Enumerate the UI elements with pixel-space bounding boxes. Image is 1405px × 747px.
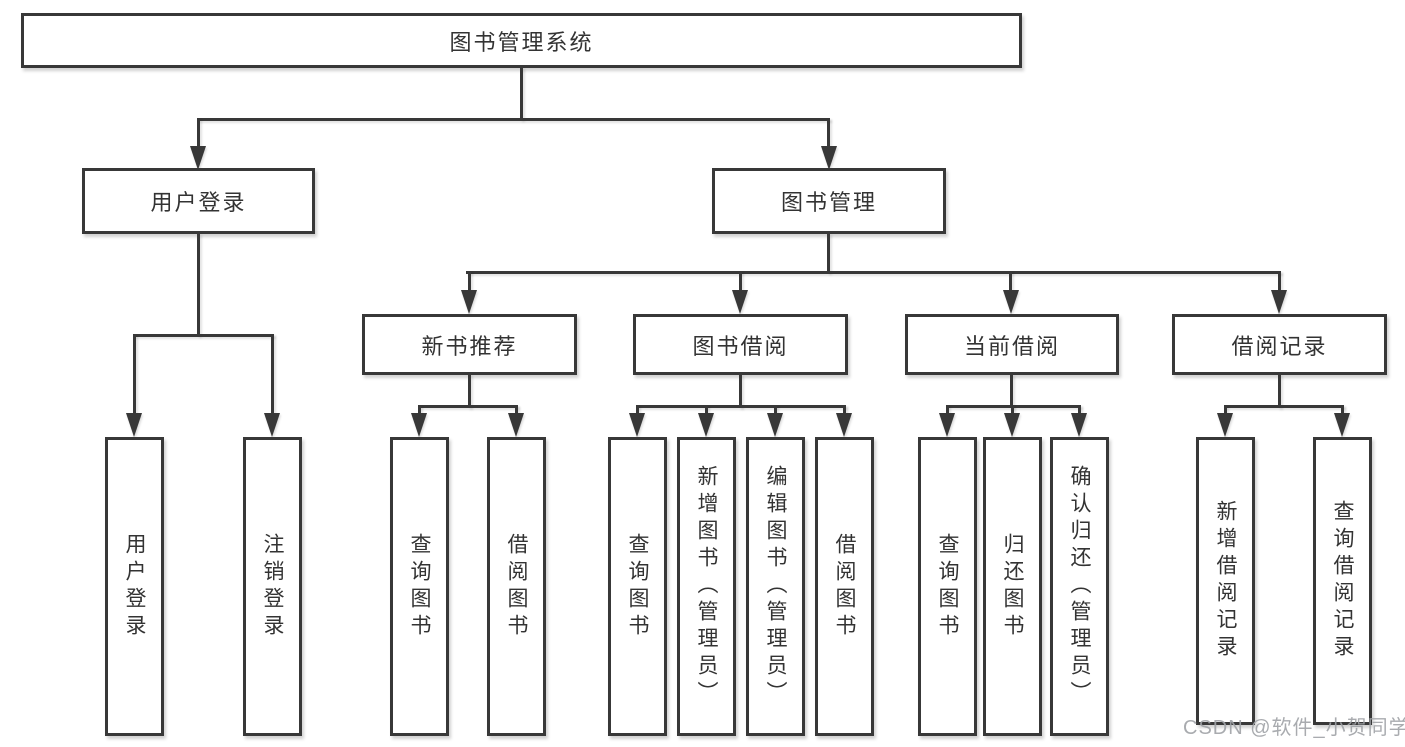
connector-branch-current-borrowing <box>1009 271 1012 294</box>
watermark-text: CSDN @软件_小贺同学 <box>1183 717 1405 739</box>
node-current-borrowing: 当前借阅 <box>905 314 1119 375</box>
connector-borrow-records-rail <box>1224 405 1344 408</box>
leaf-edit-books-admin: 编辑图书（管理员） <box>746 437 805 736</box>
connector-root-stem <box>520 67 523 120</box>
arrowhead-return-books <box>1004 413 1020 437</box>
connector-branch-query-books-1 <box>418 405 421 417</box>
connector-branch-book-management <box>827 118 830 148</box>
leaf-borrow-books-1: 借阅图书 <box>487 437 546 736</box>
arrowhead-query-borrow-record <box>1334 413 1350 437</box>
node-book-borrowing: 图书借阅 <box>633 314 848 375</box>
leaf-query-books-1: 查询图书 <box>390 437 449 736</box>
leaf-query-borrow-record: 查询借阅记录 <box>1313 437 1372 725</box>
arrowhead-query-books-1 <box>411 413 427 437</box>
leaf-user-login: 用户登录 <box>105 437 164 736</box>
connector-branch-borrow-records <box>1278 271 1281 294</box>
connector-branch-add-borrow-record <box>1224 405 1227 417</box>
connector-branch-leaf-user-login <box>133 334 136 417</box>
arrowhead-current-borrowing <box>1003 290 1019 314</box>
connector-book-borrowing-stem <box>739 374 742 408</box>
node-borrow-records: 借阅记录 <box>1172 314 1387 375</box>
leaf-add-borrow-record: 新增借阅记录 <box>1196 437 1255 725</box>
connector-branch-user-login <box>197 118 200 148</box>
connector-new-book-stem <box>468 374 471 408</box>
connector-branch-edit-books <box>774 405 777 417</box>
connector-book-borrowing-rail <box>636 405 846 408</box>
node-book-management: 图书管理 <box>712 168 946 234</box>
connector-branch-return-books <box>1011 405 1014 417</box>
arrowhead-borrow-books-1 <box>508 413 524 437</box>
arrowhead-book-management <box>821 146 837 170</box>
leaf-add-books-admin: 新增图书（管理员） <box>677 437 736 736</box>
leaf-logout: 注销登录 <box>243 437 302 736</box>
arrowhead-borrow-records <box>1271 290 1287 314</box>
connector-user-login-rail <box>133 334 274 337</box>
arrowhead-query-books-3 <box>939 413 955 437</box>
node-root: 图书管理系统 <box>21 13 1022 68</box>
arrowhead-add-borrow-record <box>1217 413 1233 437</box>
connector-current-borrowing-stem <box>1010 374 1013 408</box>
arrowhead-add-books <box>698 413 714 437</box>
connector-branch-leaf-logout <box>271 334 274 417</box>
arrowhead-borrow-books-2 <box>836 413 852 437</box>
leaf-borrow-books-2: 借阅图书 <box>815 437 874 736</box>
arrowhead-leaf-logout <box>264 413 280 437</box>
connector-new-book-rail <box>418 405 518 408</box>
connector-branch-borrow-books-2 <box>843 405 846 417</box>
arrowhead-leaf-user-login <box>126 413 142 437</box>
leaf-confirm-return-admin: 确认归还（管理员） <box>1050 437 1109 736</box>
arrowhead-confirm-return <box>1071 413 1087 437</box>
connector-branch-new-book <box>468 271 471 294</box>
arrowhead-user-login <box>190 146 206 170</box>
arrowhead-new-book <box>461 290 477 314</box>
arrowhead-edit-books <box>767 413 783 437</box>
connector-branch-confirm-return <box>1078 405 1081 417</box>
leaf-query-books-2: 查询图书 <box>608 437 667 736</box>
leaf-return-books: 归还图书 <box>983 437 1042 736</box>
connector-branch-query-borrow-record <box>1341 405 1344 417</box>
connector-user-login-stem <box>197 233 200 336</box>
connector-book-management-rail <box>466 271 1281 274</box>
arrowhead-query-books-2 <box>629 413 645 437</box>
connector-root-rail <box>197 118 830 121</box>
connector-branch-query-books-3 <box>946 405 949 417</box>
connector-borrow-records-stem <box>1278 374 1281 408</box>
connector-branch-book-borrowing <box>739 271 742 294</box>
node-new-book-recommend: 新书推荐 <box>362 314 577 375</box>
connector-book-management-stem <box>827 233 830 273</box>
arrowhead-book-borrowing <box>732 290 748 314</box>
node-user-login: 用户登录 <box>82 168 315 234</box>
leaf-query-books-3: 查询图书 <box>918 437 977 736</box>
connector-branch-query-books-2 <box>636 405 639 417</box>
connector-branch-add-books <box>705 405 708 417</box>
connector-branch-borrow-books-1 <box>515 405 518 417</box>
